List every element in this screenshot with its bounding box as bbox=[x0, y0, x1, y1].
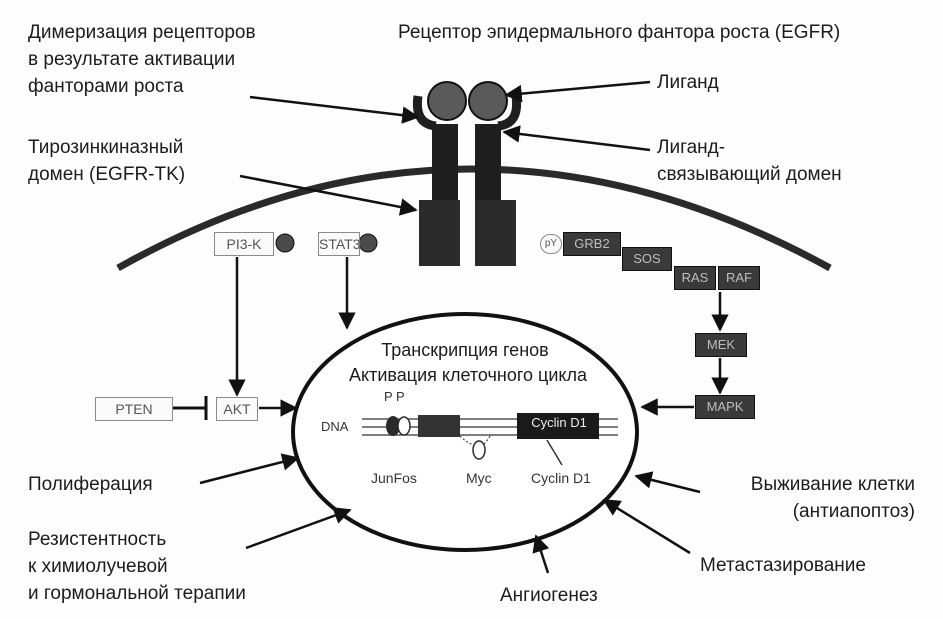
resistance-label-2: к химиолучевой bbox=[28, 554, 168, 580]
ligand-left bbox=[428, 82, 466, 120]
stat3-box: STAT3 bbox=[318, 232, 360, 256]
dimerization-label-1: Димеризация рецепторов bbox=[28, 20, 256, 46]
transcription-factor-2 bbox=[398, 417, 410, 435]
receptor-left bbox=[417, 96, 460, 266]
sos-box: SOS bbox=[622, 247, 672, 271]
tk-domain-label-1: Тирозинкиназный bbox=[28, 135, 183, 161]
resistance-label-1: Резистентность bbox=[28, 527, 166, 553]
dimerization-label-2: в результате активации bbox=[28, 47, 235, 73]
py-badge: pY bbox=[540, 234, 562, 254]
ras-box: RAS bbox=[674, 266, 716, 290]
pi3k-phospho bbox=[276, 234, 294, 252]
survival-label-1: Выживание клетки bbox=[751, 472, 915, 498]
ligand-binding-label-2: связывающий домен bbox=[657, 162, 842, 188]
cyclin-d1-label: Cyclin D1 bbox=[531, 470, 591, 486]
arrow-ligand bbox=[506, 82, 650, 95]
nucleus-title-1: Транскрипция генов bbox=[365, 340, 565, 361]
survival-label-2: (антиапоптоз) bbox=[793, 499, 915, 525]
ligand-label: Лиганд bbox=[657, 70, 719, 96]
pp-label: P P bbox=[384, 389, 405, 404]
jun-fos-label: JunFos bbox=[371, 470, 417, 486]
egfr-label: Рецептор эпидермального фантора роста (E… bbox=[398, 20, 840, 46]
pten-box: PTEN bbox=[95, 397, 173, 421]
proliferation-label: Полиферация bbox=[28, 472, 153, 498]
arrow-ligand-binding bbox=[504, 132, 650, 150]
pi3k-box: PI3-K bbox=[214, 232, 274, 256]
resistance-label-3: и гормональной терапии bbox=[28, 581, 246, 607]
mek-box: MEK bbox=[695, 333, 747, 357]
arrow-metastasis bbox=[604, 500, 690, 553]
dimerization-label-3: фанторами роста bbox=[28, 74, 184, 100]
raf-box: RAF bbox=[718, 266, 760, 290]
mapk-box: MAPK bbox=[695, 395, 755, 419]
tk-domain-label-2: домен (EGFR-TK) bbox=[28, 162, 185, 188]
cyclin-box-label: Cyclin D1 bbox=[520, 415, 598, 430]
ligand-right bbox=[469, 82, 507, 120]
nucleus-title-2: Активация клеточного цикла bbox=[318, 365, 618, 386]
dna-label: DNA bbox=[321, 419, 348, 434]
angiogenesis-label: Ангиогенез bbox=[500, 583, 598, 609]
jun-fos-gene bbox=[418, 415, 460, 437]
arrow-proliferation bbox=[200, 458, 298, 483]
grb2-box: GRB2 bbox=[563, 232, 621, 256]
metastasis-label: Метастазирование bbox=[700, 553, 866, 579]
stat3-phospho bbox=[359, 234, 377, 252]
arrow-survival bbox=[636, 476, 700, 492]
arrow-resistance bbox=[246, 510, 350, 548]
myc-label: Myc bbox=[466, 470, 492, 486]
arrow-dimerization bbox=[250, 97, 418, 117]
akt-box: AKT bbox=[216, 397, 258, 421]
arrow-angiogenesis bbox=[536, 536, 548, 573]
receptor-right bbox=[475, 96, 517, 266]
ligand-binding-label-1: Лиганд- bbox=[657, 135, 725, 161]
